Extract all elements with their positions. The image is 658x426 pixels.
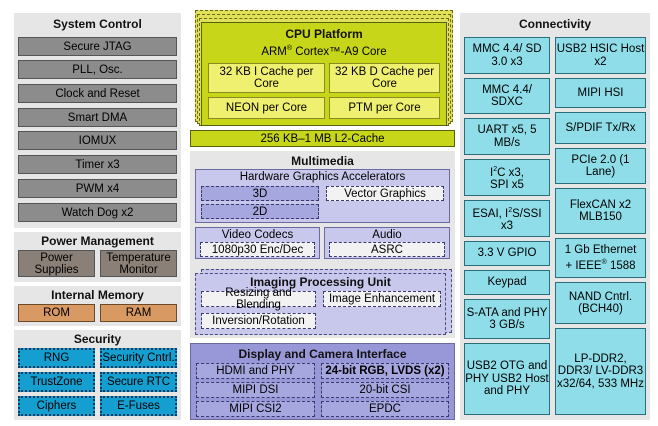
i2c-label-superscript: 2	[493, 165, 498, 173]
spi-label: SPI x5	[490, 178, 524, 191]
uart-block: UART x5, 5 MB/s	[464, 118, 550, 155]
mipi-dsi-block: MIPI DSI	[196, 382, 315, 398]
resizing-blending-block: Resizing and Blending	[201, 287, 316, 311]
gfx-2d-block: 2D	[201, 204, 319, 219]
mipi-hsi-block: MIPI HSI	[555, 78, 646, 108]
vector-graphics-block: Vector Graphics	[326, 186, 444, 201]
temperature-monitor-block: Temperature Monitor	[100, 250, 177, 277]
usb2-hsic-block: USB2 HSIC Host x2	[555, 37, 646, 74]
cpu-platform-block: CPU Platform ARM® Cortex™-A9 Core 32 KB …	[201, 22, 447, 126]
ipu-title: Imaging Processing Unit	[250, 275, 391, 289]
security-panel: Security RNG Security Cntrl. TrustZone S…	[14, 330, 181, 420]
ram-block: RAM	[100, 304, 177, 322]
graphics-accelerators-block: Hardware Graphics Accelerators 3D 2D Vec…	[195, 169, 450, 223]
ieee1588-label: + IEEE® 1588	[565, 257, 635, 272]
asrc-block: ASRC	[329, 242, 445, 257]
display-camera-panel: Display and Camera Interface HDMI and PH…	[190, 343, 455, 420]
rng-block: RNG	[18, 348, 95, 368]
arm-core-prefix: ARM	[261, 45, 287, 58]
multimedia-panel: Multimedia Hardware Graphics Accelerator…	[190, 151, 455, 338]
lpddr-ddr3-block: LP-DDR2, DDR3/ LV-DDR3 x32/64, 533 MHz	[555, 328, 646, 415]
dcache-block: 32 KB D Cache per Core	[329, 63, 440, 93]
nand-controller-block: NAND Cntrl. (BCH40)	[555, 282, 646, 324]
cpu-platform-title: CPU Platform	[285, 27, 363, 41]
secure-jtag-block: Secure JTAG	[18, 37, 177, 56]
usb2-otg-host-block: USB2 OTG and PHY USB2 Host and PHY	[464, 343, 550, 415]
pll-osc-block: PLL, Osc.	[18, 60, 177, 79]
watchdog-block: Watch Dog x2	[18, 203, 177, 222]
gpio-block: 3.3 V GPIO	[464, 241, 550, 266]
i2c-spi-block: I2C x3, SPI x5	[464, 159, 550, 196]
secure-rtc-block: Secure RTC	[100, 372, 177, 392]
ptm-block: PTM per Core	[329, 97, 440, 119]
internal-memory-panel: Internal Memory ROM RAM	[14, 286, 181, 326]
audio-title: Audio	[372, 229, 402, 241]
spdif-block: S/PDIF Tx/Rx	[555, 112, 646, 144]
security-cntrl-block: Security Cntrl.	[100, 348, 177, 368]
power-supplies-block: Power Supplies	[18, 250, 95, 277]
neon-block: NEON per Core	[208, 97, 325, 119]
arm-core-registered-mark: ®	[286, 45, 293, 52]
imaging-processing-unit-block: Imaging Processing Unit Resizing and Ble…	[195, 273, 446, 335]
i2c-label-suffix: C x3,	[497, 166, 524, 179]
ethernet-block: 1 Gb Ethernet + IEEE® 1588	[555, 238, 646, 278]
video-1080p-block: 1080p30 Enc/Dec	[200, 242, 315, 257]
graphics-accelerators-title: Hardware Graphics Accelerators	[239, 171, 406, 183]
pwm-block: PWM x4	[18, 179, 177, 198]
csi-20bit-block: 20-bit CSI	[321, 382, 449, 398]
mmc-sdxc-block: MMC 4.4/ SDXC	[464, 78, 550, 114]
rom-block: ROM	[18, 304, 95, 322]
mipi-csi2-block: MIPI CSI2	[196, 401, 315, 417]
esai-label-superscript: 2	[508, 206, 513, 214]
ieee1588-label-prefix: + IEEE	[565, 259, 602, 272]
audio-block: Audio ASRC	[324, 227, 450, 259]
ciphers-block: Ciphers	[18, 396, 95, 416]
multimedia-title: Multimedia	[291, 154, 354, 168]
connectivity-panel: Connectivity MMC 4.4/ SD 3.0 x3 USB2 HSI…	[460, 13, 650, 420]
connectivity-title: Connectivity	[518, 17, 591, 31]
system-control-panel: System Control Secure JTAG PLL, Osc. Clo…	[14, 13, 181, 228]
esai-label-prefix: ESAI, I	[472, 207, 509, 220]
esai-count-label: x3	[500, 219, 514, 232]
arm-core-suffix: Cortex™-A9 Core	[292, 45, 387, 58]
mmc-sd-block: MMC 4.4/ SD 3.0 x3	[464, 37, 550, 74]
power-management-panel: Power Management Power Supplies Temperat…	[14, 232, 181, 282]
i2c-label: I2C x3,	[490, 164, 524, 179]
efuses-block: E-Fuses	[100, 396, 177, 416]
smart-dma-block: Smart DMA	[18, 108, 177, 127]
system-control-title: System Control	[53, 17, 142, 31]
keypad-block: Keypad	[464, 270, 550, 295]
l2-cache-block: 256 KB–1 MB L2-Cache	[190, 130, 455, 147]
timer-block: Timer x3	[18, 155, 177, 174]
clock-reset-block: Clock and Reset	[18, 84, 177, 103]
gfx-3d-block: 3D	[201, 186, 319, 201]
video-codecs-block: Video Codecs 1080p30 Enc/Dec	[195, 227, 320, 259]
epdc-block: EPDC	[321, 401, 449, 417]
iomux-block: IOMUX	[18, 131, 177, 150]
esai-label-suffix: S/SSI	[512, 207, 542, 220]
security-title: Security	[73, 332, 122, 346]
inversion-rotation-block: Inversion/Rotation	[201, 313, 316, 329]
internal-memory-title: Internal Memory	[51, 288, 144, 302]
power-management-title: Power Management	[41, 234, 154, 248]
flexcan-mlb-block: FlexCAN x2 MLB150	[555, 188, 646, 234]
ieee1588-label-suffix: 1588	[606, 259, 636, 272]
video-codecs-title: Video Codecs	[221, 229, 294, 241]
trustzone-block: TrustZone	[18, 372, 95, 392]
i2c-label-prefix: I	[490, 166, 494, 179]
image-enhancement-block: Image Enhancement	[323, 291, 441, 307]
rgb-lvds-block: 24-bit RGB, LVDS (x2)	[321, 363, 449, 379]
esai-block: ESAI, I2S/SSI x3	[464, 200, 550, 237]
arm-core-label: ARM® Cortex™-A9 Core	[202, 45, 446, 58]
display-camera-title: Display and Camera Interface	[238, 347, 407, 361]
icache-block: 32 KB I Cache per Core	[208, 63, 325, 93]
ethernet-label: 1 Gb Ethernet	[564, 244, 637, 257]
pcie-block: PCIe 2.0 (1 Lane)	[555, 148, 646, 184]
esai-label: ESAI, I2S/SSI	[472, 205, 541, 220]
sata-block: S-ATA and PHY 3 GB/s	[464, 299, 550, 339]
ieee1588-registered-mark: ®	[601, 258, 607, 266]
hdmi-phy-block: HDMI and PHY	[196, 363, 315, 379]
